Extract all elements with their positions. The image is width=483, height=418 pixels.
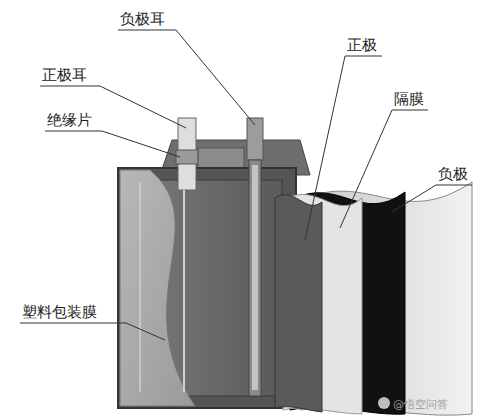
pouch-frame [118, 168, 296, 408]
negative-strip-core [252, 165, 258, 390]
part-label: 隔膜 [394, 90, 424, 108]
part-label: 负极耳 [120, 10, 165, 28]
leader-line [118, 30, 255, 125]
part-label: 塑料包装膜 [22, 303, 97, 321]
seal-window [198, 148, 244, 168]
positive-sheet [275, 195, 322, 412]
part-label: 正极耳 [42, 66, 87, 84]
leader-line [20, 323, 165, 340]
part-label: 绝缘片 [47, 111, 92, 129]
leader-line [392, 185, 472, 212]
leader-line [305, 56, 382, 240]
leader-lines [20, 30, 472, 340]
film-edge [139, 182, 141, 392]
negative-strip [249, 160, 261, 396]
watermark-icon [378, 397, 390, 409]
plastic-film [120, 170, 195, 406]
positive-strip [183, 190, 185, 392]
leader-line [45, 131, 180, 157]
leader-line [40, 86, 186, 128]
part-label: 正极 [347, 36, 377, 54]
part-label: 负极 [438, 165, 468, 183]
leader-line [340, 110, 428, 228]
watermark: @悟空问答 [393, 396, 448, 414]
